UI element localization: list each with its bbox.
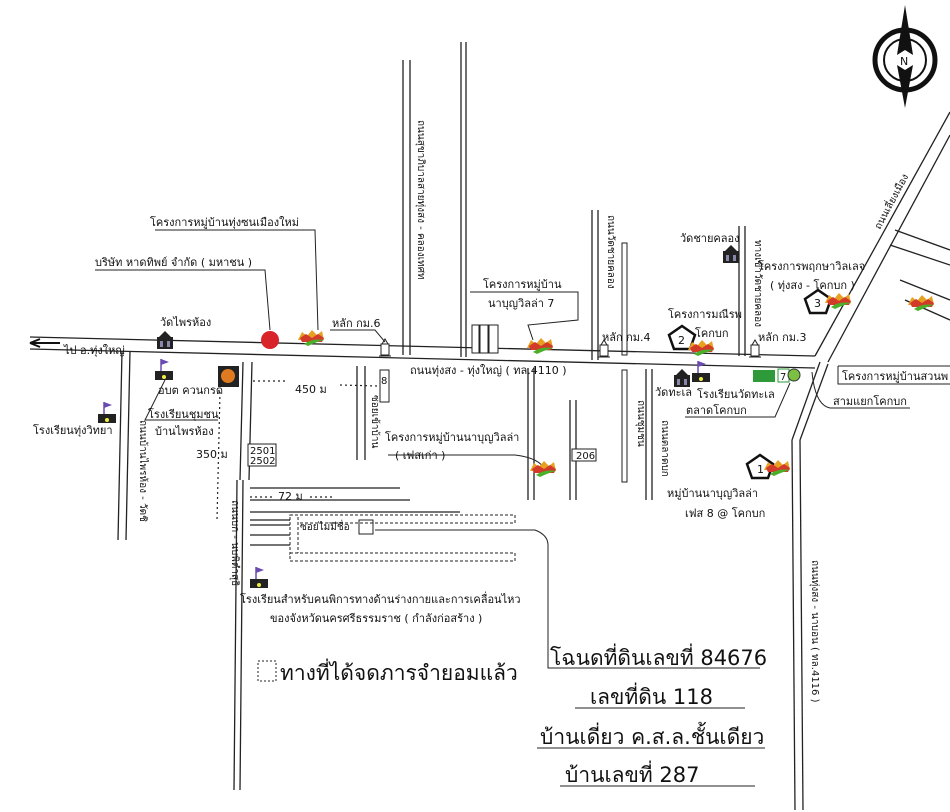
naboon-villa-7-label-2: นาบุญวิลล่า 7 xyxy=(488,297,554,310)
distance-72: 72 ม xyxy=(278,490,303,503)
km3-label: หลัก กม.3 xyxy=(758,331,807,344)
main-road-label: ถนนทุ่งสง - ทุ่งใหญ่ ( ทล.4110 ) xyxy=(410,364,567,377)
arrow-left-icon xyxy=(29,338,60,348)
pole-box xyxy=(379,369,390,403)
plot-box xyxy=(247,443,277,467)
school-icon xyxy=(97,401,117,424)
diagonal-road-label: ถนนเลี่ยงเมือง xyxy=(870,171,911,231)
khokbok-market-label: ตลาดโคกบก xyxy=(686,403,747,417)
company-logo-icon xyxy=(261,331,279,349)
marker-3-number: 3 xyxy=(814,297,821,310)
target-house-icon xyxy=(358,519,374,535)
easement-legend-swatch xyxy=(257,660,277,682)
easement-plot xyxy=(250,514,516,562)
unnamed-soi-label: ซอยไม่มีชื่อ xyxy=(300,519,350,533)
sam-yaek-label: สามแยกโคกบก xyxy=(833,394,907,408)
seven-eleven-number: 7 xyxy=(780,372,786,383)
house-number: บ้านเลขที่ 287 xyxy=(565,760,699,787)
deed-number: โฉนดที่ดินเลขที่ 84676 xyxy=(550,643,767,670)
wat-chai-khlong-label: วัดชายคลอง xyxy=(680,232,740,245)
school-icon xyxy=(249,566,269,589)
naboon-8-label-2: เฟส 8 @ โคกบก xyxy=(685,506,765,520)
easement-legend-label: ทางที่ได้จดภารจำยอมแล้ว xyxy=(280,658,518,685)
phruksa-label-2: ( ทุ่งสง - โคกบก ) xyxy=(770,278,855,292)
school-thung-witthaya-label: โรงเรียนทุ่งวิทยา xyxy=(33,423,113,437)
housing-project-icon xyxy=(527,338,553,354)
house-type: บ้านเดี่ยว ค.ส.ล.ชั้นเดียว xyxy=(540,722,764,749)
distance-450: 450 ม xyxy=(295,383,327,396)
north-road-2-label: ทางเข้าวัดชายคลอง xyxy=(752,240,764,327)
north-road-1-label: ถนนวัดชายคลอง xyxy=(605,215,616,289)
land-number: เลขที่ดิน 118 xyxy=(590,682,713,709)
marker-2-number: 2 xyxy=(678,334,685,347)
company-label: บริษัท หาดทิพย์ จำกัด ( มหาชน ) xyxy=(95,256,252,269)
school-wat-thale-label: โรงเรียนวัดทะเล xyxy=(697,387,775,401)
pole-number: 8 xyxy=(381,376,387,387)
naboon-old-label-2: ( เฟสเก่า ) xyxy=(395,449,445,462)
distance-350: 350 ม xyxy=(196,448,228,461)
temple-icon xyxy=(723,245,739,263)
moo-ban-thung-son-label: โครงการหมู่บ้านทุ่งซนเมืองใหม่ xyxy=(150,215,299,229)
right-road-label: ถนนทุ่งสง - นาบอน ( ทล.4116 ) xyxy=(809,560,820,703)
disabled-school-label-2: ของจังหวัดนครศรีธรรมราช ( กำลังก่อสร้าง … xyxy=(270,612,482,625)
marker-2-icon xyxy=(667,324,697,351)
suan-village-label: โครงการหมู่บ้านสวนพ xyxy=(842,369,948,383)
disabled-school-label-1: โรงเรียนสำหรับคนพิการทางด้านร่างกายและกา… xyxy=(240,591,521,606)
bank-icon xyxy=(753,370,775,382)
plot-2502-label: 2502 xyxy=(250,456,275,467)
plot-2501-label: 2501 xyxy=(250,446,275,457)
manee-label-1: โครงการมณีรพ xyxy=(668,307,742,321)
housing-project-icon xyxy=(908,295,934,311)
school-icon xyxy=(154,358,174,381)
plot-206-label: 206 xyxy=(576,451,595,462)
naboon-8-label-1: หมู่บ้านนาบุญวิลล่า xyxy=(667,487,758,500)
obt-label: อบต ควนกรด xyxy=(158,384,223,397)
temple-icon xyxy=(157,331,173,349)
south-road-1-label: ถนนตลาดบก xyxy=(659,420,670,477)
wat-thale-label: วัดทะเล xyxy=(655,386,692,399)
phruksa-label-1: โครงการพฤกษาวิลเลจ xyxy=(758,259,865,273)
temple-icon xyxy=(674,369,690,387)
left-south-road-label: ถนนบก - นบพิตำสุธิ xyxy=(229,500,240,586)
manee-label-2: โคกบก xyxy=(695,326,729,340)
small-road-2-label: ถนนชุมชน xyxy=(635,400,646,447)
marker-1-number: 1 xyxy=(757,463,764,476)
market-icon xyxy=(787,368,801,382)
sukhaphiban-road-label: ถนนสุขาภิบาลสายทุ่งสง - คลองเทศท xyxy=(415,120,426,280)
naboon-villa-7-label-1: โครงการหมู่บ้าน xyxy=(483,277,562,291)
school-phrai-hong-label-2: บ้านไพรห้อง xyxy=(155,425,214,438)
to-thung-yai-label: ไป อ.ทุ่งใหญ่ xyxy=(63,344,125,357)
small-road-1-label: ซอยเข้าบ้าน xyxy=(369,395,381,448)
side-roads xyxy=(117,42,950,811)
wat-phrai-hong-label: วัดไพรห้อง xyxy=(160,316,211,329)
phrai-hong-road-label: ถนนบ้านไพรห้อง - วัดชิ xyxy=(137,420,149,522)
north-label: N xyxy=(900,55,908,68)
school-icon xyxy=(691,360,711,383)
marker-1-icon xyxy=(745,453,775,480)
naboon-old-label-1: โครงการหมู่บ้านนาบุญวิลล่า xyxy=(385,430,519,444)
km4-label: หลัก กม.4 xyxy=(602,331,651,344)
compass-icon: N xyxy=(872,5,938,108)
km6-label: หลัก กม.6 xyxy=(332,317,381,330)
school-phrai-hong-label-1: โรงเรียนชุมชน xyxy=(148,407,219,421)
